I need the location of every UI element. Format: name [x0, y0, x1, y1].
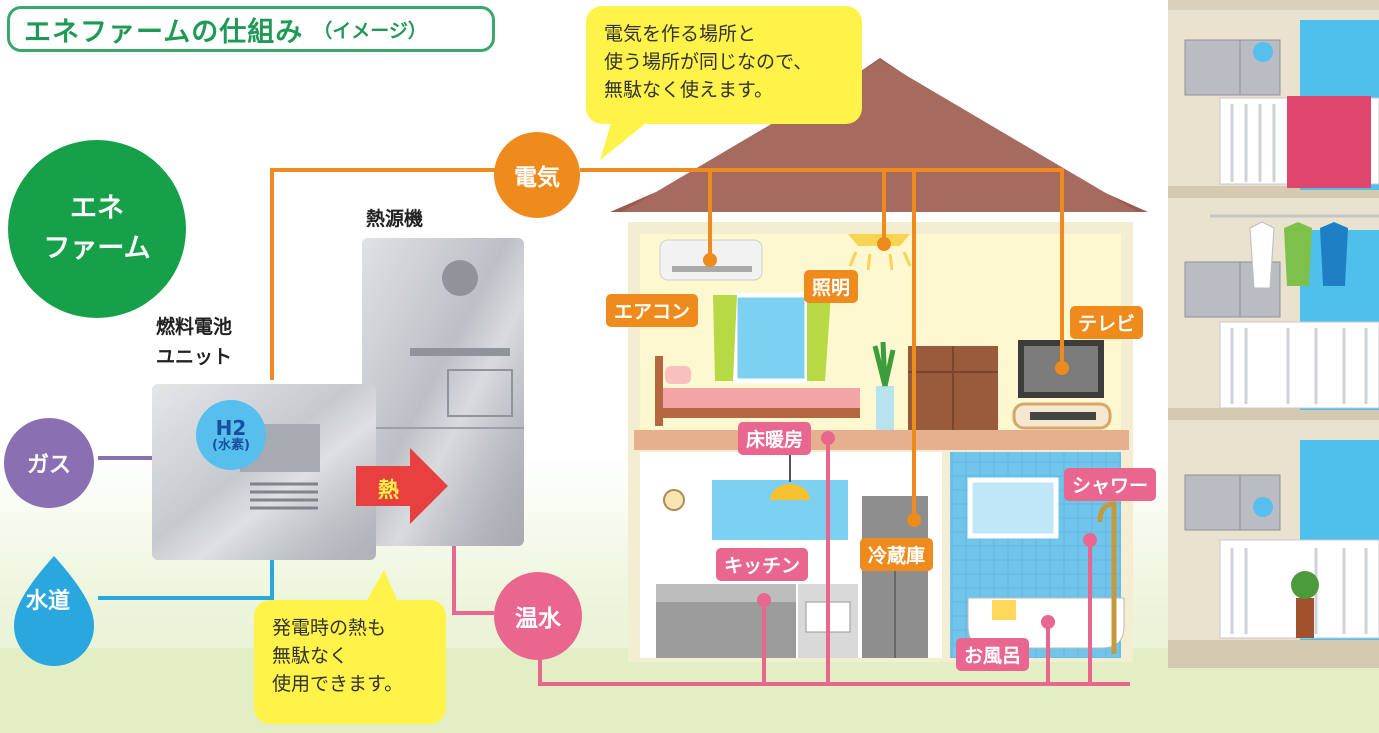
fuel-cell-line2: ユニット	[156, 346, 233, 368]
top-callout: 電気を作る場所と 使う場所が同じなので、 無駄なく使えます。	[586, 6, 862, 124]
top-callout-line3: 無駄なく使えます。	[604, 79, 774, 101]
aircon-tag: エアコン	[606, 294, 699, 327]
fuel-cell-label: 燃料電池 ユニット	[156, 312, 232, 372]
bottom-callout-line2: 無駄なく	[272, 645, 349, 667]
hot-water-circle: 温水	[494, 572, 582, 660]
title-main: エネファームの仕組み	[24, 16, 304, 48]
electricity-lines	[270, 168, 1064, 520]
hot-water-label: 温水	[515, 606, 561, 632]
light-tag: 照明	[804, 270, 859, 303]
top-callout-tail	[600, 120, 650, 160]
bottom-callout-tail	[366, 570, 398, 602]
water-line	[98, 555, 274, 600]
enefarm-badge: エネ ファーム	[8, 140, 186, 318]
h2-badge: H2 (水素)	[196, 400, 266, 470]
enefarm-badge-line1: エネ	[70, 193, 124, 224]
shower-tag: シャワー	[1064, 468, 1157, 501]
house	[610, 58, 1148, 662]
bottom-callout-line3: 使用できます。	[272, 673, 404, 695]
heat-source-label: 熱源機	[366, 208, 424, 230]
water-drop	[14, 556, 94, 666]
enefarm-badge-line2: ファーム	[43, 233, 151, 264]
gas-circle: ガス	[4, 418, 94, 508]
heat-arrow	[356, 448, 448, 524]
water-label: 水道	[26, 589, 71, 614]
floor-heating-tag: 床暖房	[738, 422, 812, 455]
electricity-label: 電気	[514, 165, 560, 191]
bath-tag: お風呂	[956, 638, 1030, 671]
fridge-tag: 冷蔵庫	[860, 538, 934, 571]
ground	[0, 648, 1379, 733]
title-sub: （イメージ）	[313, 19, 427, 42]
page-title: エネファームの仕組み （イメージ）	[7, 6, 495, 52]
fuel-cell-line1: 燃料電池	[156, 316, 233, 338]
towel	[1287, 96, 1371, 188]
electricity-circle: 電気	[494, 132, 580, 218]
gas-label: ガス	[26, 453, 71, 478]
top-callout-line1: 電気を作る場所と	[604, 23, 757, 45]
h2-symbol: H2	[215, 415, 247, 440]
hot-water-pipes	[452, 438, 1130, 686]
h2-note: (水素)	[212, 437, 250, 453]
apartment-building	[1168, 0, 1379, 668]
heat-label: 熱	[378, 478, 399, 502]
fuel-cell-unit	[152, 384, 376, 560]
kitchen-tag: キッチン	[716, 548, 809, 581]
top-callout-line2: 使う場所が同じなので、	[604, 51, 813, 73]
bottom-callout-line1: 発電時の熱も	[272, 617, 387, 639]
tv-tag: テレビ	[1070, 306, 1144, 339]
bottom-callout: 発電時の熱も 無駄なく 使用できます。	[254, 600, 446, 724]
